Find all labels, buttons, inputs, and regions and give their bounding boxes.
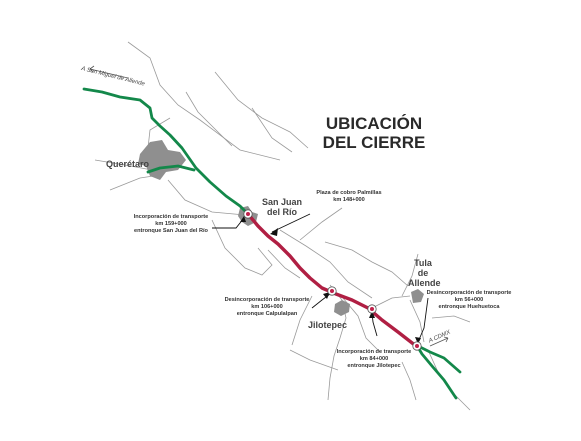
highway-closed-section [246, 212, 418, 348]
marker-huehuetoca [412, 341, 422, 351]
annotation-incorporacion-jilotepec: Incorporación de transporte km 84+000 en… [330, 349, 418, 370]
arrowhead-icon [415, 337, 421, 344]
annotation-plaza-palmillas: Plaza de cobro Palmillas km 148+000 [306, 190, 392, 204]
annotation-line: entronque Huehuetoca [438, 304, 500, 310]
arrow-san-miguel-icon [89, 65, 129, 79]
annotation-line: Desincorporación de transporte [224, 297, 310, 303]
annotation-line: km 56+000 [454, 297, 484, 303]
arrowhead-icon [240, 216, 246, 222]
annotation-line: km 159+000 [155, 221, 187, 227]
arrowhead-icon [369, 311, 375, 318]
annotation-line: Incorporación de transporte [336, 349, 412, 355]
city-label-san-juan: San Juan del Río [262, 197, 302, 217]
city-label-tula: Tula de Allende [408, 258, 441, 288]
city-label-tula-line3: Allende [408, 278, 441, 288]
arrow-cdmx-icon [429, 336, 449, 347]
city-label-tula-line2: de [417, 268, 429, 278]
secondary-roads [94, 41, 471, 411]
city-label-tula-line1: Tula [414, 258, 432, 268]
tula-urban-area [411, 289, 424, 303]
annotation-line: km 106+000 [251, 304, 283, 310]
annotation-line: km 148+000 [333, 197, 365, 203]
city-label-san-juan-line1: San Juan [262, 197, 303, 207]
city-label-jilotepec: Jilotepec [308, 320, 348, 330]
annotation-desincorporacion-huehuetoca: Desincorporación de transporte km 56+000… [424, 290, 514, 311]
annotation-line: entronque Jilotepec [347, 363, 401, 369]
annotation-line: km 84+000 [359, 356, 389, 362]
direction-arrows [89, 65, 449, 347]
markers [243, 209, 422, 351]
annotation-incorporacion-sjr: Incorporación de transporte km 159+000 e… [128, 214, 214, 235]
city-label-san-juan-line2: del Río [267, 207, 298, 217]
marker-san-juan [243, 209, 253, 219]
map-title-line2: DEL CIERRE [322, 133, 426, 152]
map-title: UBICACIÓN DEL CIERRE [318, 114, 430, 152]
annotation-line: Desincorporación de transporte [426, 290, 512, 296]
annotation-line: Incorporación de transporte [133, 214, 209, 220]
marker-calpulalpan [327, 286, 337, 296]
marker-jilotepec [367, 304, 377, 314]
highway-open-sections [82, 87, 462, 400]
arrowhead-icon [323, 292, 330, 299]
map-title-line1: UBICACIÓN [325, 114, 423, 133]
arrowhead-icon [270, 228, 278, 236]
annotation-line: Plaza de cobro Palmillas [316, 190, 382, 196]
jilotepec-urban-area [334, 300, 350, 316]
city-label-queretaro: Querétaro [106, 159, 150, 169]
annotation-line: entronque Calpulalpan [236, 311, 298, 317]
annotation-desincorporacion-calpulalpan: Desincorporación de transporte km 106+00… [222, 297, 312, 318]
annotation-line: entronque San Juan del Río [134, 228, 208, 234]
arrowheads [240, 216, 421, 344]
